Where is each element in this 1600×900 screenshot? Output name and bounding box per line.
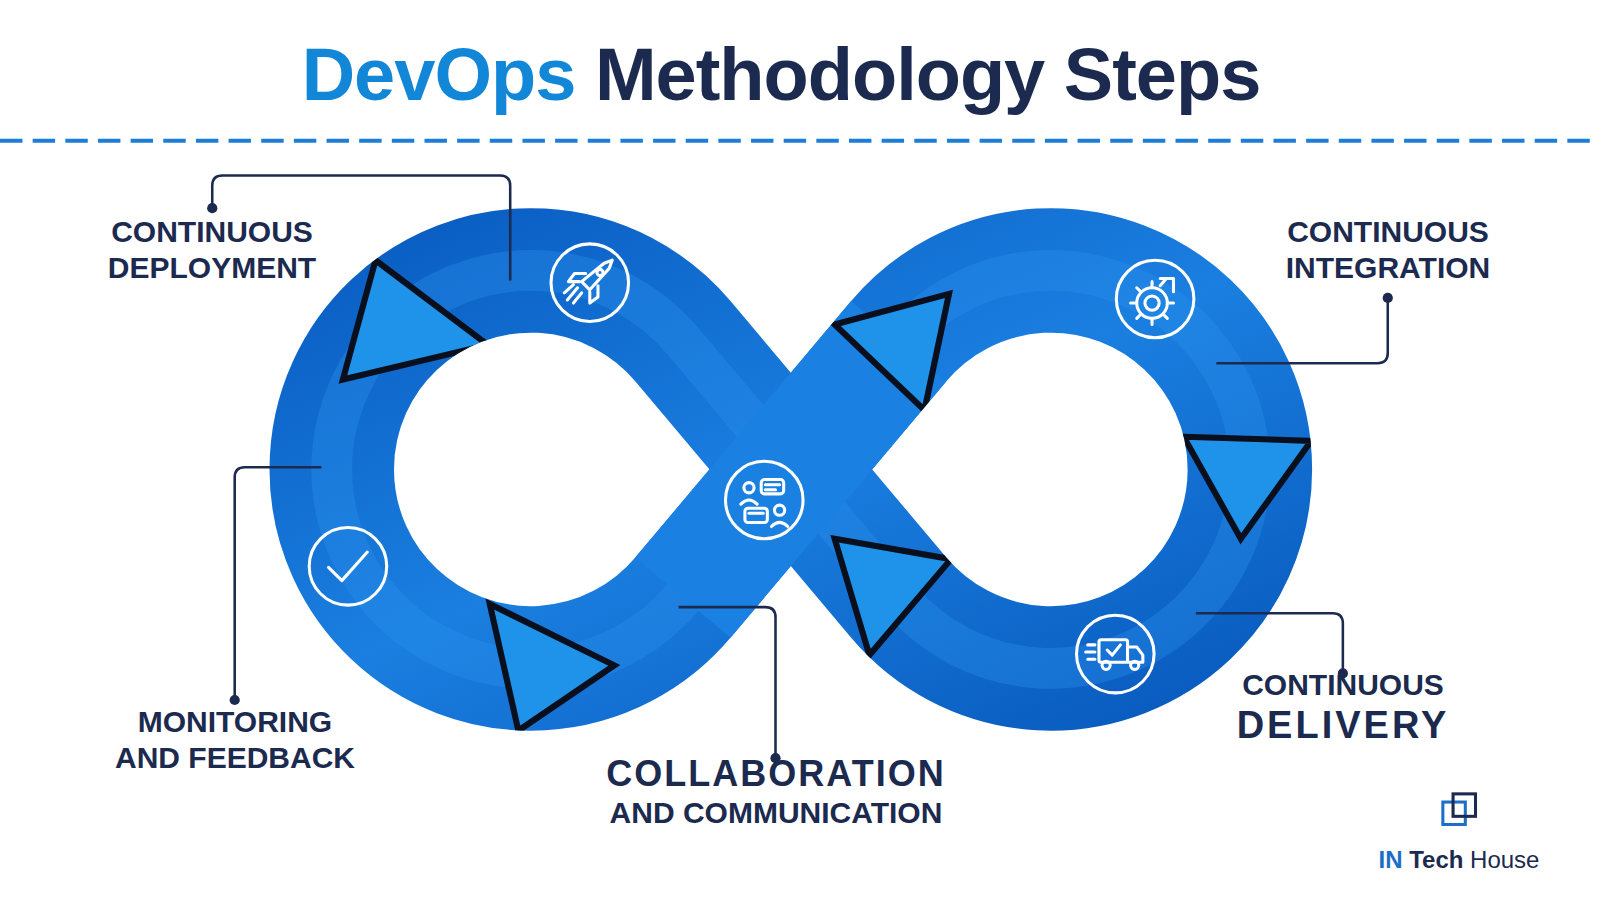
leader-dot [230,695,240,705]
title-word: DevOps [302,33,595,116]
step-label: CONTINUOUS DELIVERY [1237,667,1450,749]
leader-line [1196,613,1343,673]
crossing-arrow [835,294,949,410]
label-line: CONTINUOUS [108,214,316,250]
dashed-rule [0,139,1600,143]
check-icon [309,528,387,606]
label-line: AND FEEDBACK [115,740,355,776]
leader-line [235,467,322,700]
step-label: CONTINUOUS DEPLOYMENT [108,214,316,286]
label-line: COLLABORATION [606,752,945,795]
label-line: AND COMMUNICATION [606,795,945,831]
band-crossing [683,341,899,598]
rocket-icon [551,244,629,322]
logo-word: IN [1379,846,1410,873]
truck-icon [1077,615,1155,693]
leader-dot [1383,293,1393,303]
leader-line [1216,298,1387,363]
logo-mark [1443,794,1476,825]
logo-word: Tech [1409,846,1470,873]
logo-word: House [1470,846,1539,873]
label-line: INTEGRATION [1286,250,1490,286]
title-word: Methodology [595,33,1064,116]
title: DevOps Methodology Steps [302,32,1261,117]
label-line: DELIVERY [1237,703,1450,749]
label-line: CONTINUOUS [1237,667,1450,703]
direction-arrows [343,260,1311,730]
chat-icon [726,461,804,539]
gear-icon [1116,260,1194,338]
logo-text: IN Tech House [1379,846,1540,875]
leader-line [679,607,776,758]
label-line: MONITORING [115,704,355,740]
step-label: CONTINUOUS INTEGRATION [1286,214,1490,286]
title-word: Steps [1064,33,1261,116]
step-label: MONITORING AND FEEDBACK [115,704,355,776]
step-label: COLLABORATION AND COMMUNICATION [606,752,945,831]
label-line: CONTINUOUS [1286,214,1490,250]
leader-dot [207,203,217,213]
label-line: DEPLOYMENT [108,250,316,286]
